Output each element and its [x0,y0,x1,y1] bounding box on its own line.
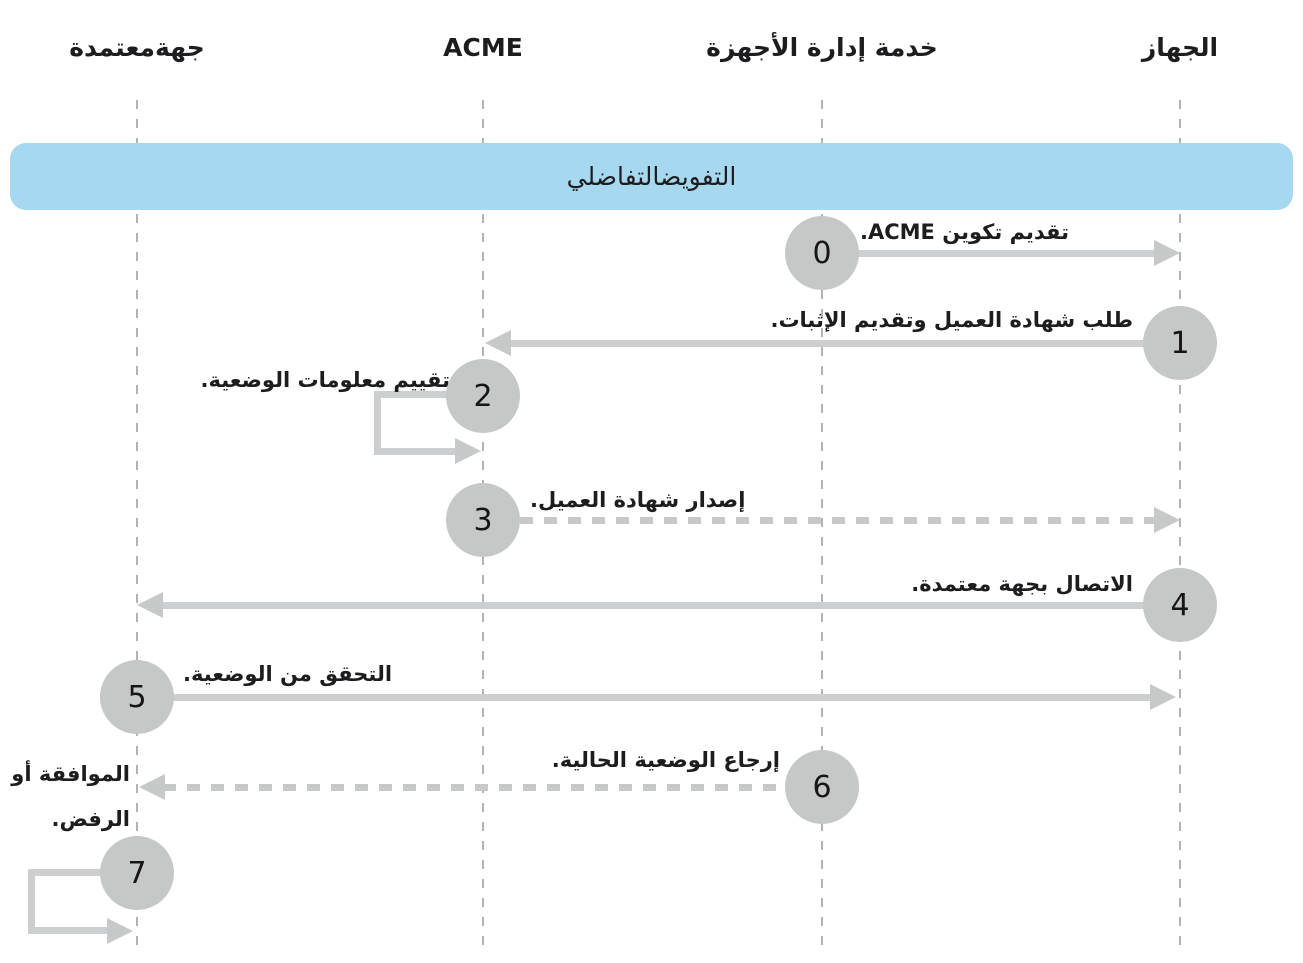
step-3-circle: 3 [446,483,520,557]
step-0-arrow-line [822,250,1154,257]
step-5-arrow-line [137,694,1150,701]
lifeline-trusted-party [1179,100,1181,950]
step-7-label: الموافقة أو الرفض. [11,752,130,842]
step-0-circle: 0 [785,216,859,290]
banner-differential-authorization: التفويضالتفاضلي [10,143,1293,210]
step-4-circle: 4 [1143,568,1217,642]
step-6-arrowhead-icon [139,774,165,800]
step-7-label-line-1: الموافقة أو [11,762,130,786]
step-4-label: الاتصال بجهة معتمدة. [911,572,1133,596]
step-1-arrowhead-icon [485,330,511,356]
step-6-label: إرجاع الوضعية الحالية. [551,748,780,772]
step-5-label: التحقق من الوضعية. [183,662,393,686]
step-3-arrow-line [520,517,1154,524]
step-6-circle: 6 [785,750,859,824]
step-1-circle: 1 [1143,306,1217,380]
step-5-arrowhead-icon [1150,684,1176,710]
step-6-arrow-line [163,784,822,791]
step-4-arrow-line [161,602,1180,609]
step-0-arrowhead-icon [1154,240,1180,266]
lifeline-device-management-service [821,100,823,950]
lifeline-device [136,100,138,950]
step-3-label: إصدار شهادة العميل. [530,488,746,512]
step-1-arrow-line [509,340,1180,347]
step-1-label: طلب شهادة العميل وتقديم الإثبات. [770,308,1133,332]
step-2-circle: 2 [446,359,520,433]
step-7-circle: 7 [100,836,174,910]
actor-acme: ACME [443,33,523,62]
actor-device: الجهاز [1141,33,1219,62]
step-7-label-line-2: الرفض. [51,807,130,831]
actor-trusted-party: جهةمعتمدة [69,33,205,62]
step-7-self-loop [28,869,109,934]
step-0-label: تقديم تكوين ACME. [860,220,1070,244]
banner-title: التفويضالتفاضلي [566,162,737,191]
step-2-self-loop [374,391,455,455]
step-7-arrowhead-icon [107,918,133,944]
actor-device-management-service: خدمة إدارة الأجهزة [706,33,938,62]
step-2-label: تقييم معلومات الوضعية. [200,368,451,392]
step-3-arrowhead-icon [1154,507,1180,533]
step-5-circle: 5 [100,660,174,734]
step-4-arrowhead-icon [137,592,163,618]
step-2-arrowhead-icon [455,438,481,464]
